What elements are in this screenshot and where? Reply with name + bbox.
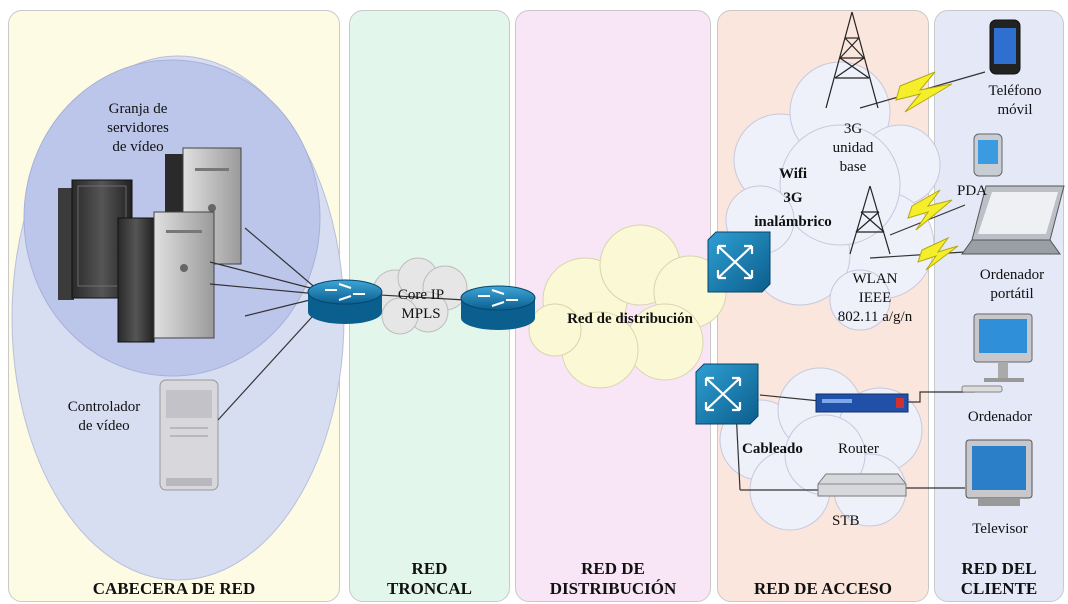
- column-label-client: RED DEL CLIENTE: [935, 559, 1063, 599]
- laptop-label-line1: Ordenador: [979, 267, 1045, 283]
- router-label: Router: [838, 441, 879, 457]
- server-icon: [117, 211, 215, 343]
- wireless-cloud-label: Wifi 3G inalámbrico: [738, 162, 848, 234]
- wlan-label-line1: WLAN: [852, 271, 898, 287]
- base-3g-label-line2: unidad: [832, 140, 874, 156]
- column-label-access: RED DE ACCESO: [754, 579, 892, 598]
- server-farm-label-line3: de vídeo: [112, 139, 164, 155]
- column-label-distribution: RED DE DISTRIBUCIÓN: [516, 559, 710, 599]
- column-label-client-line1: RED DEL: [961, 559, 1037, 578]
- core-ip-label: Core IP MPLS: [386, 286, 456, 324]
- base-3g-label-line1: 3G: [843, 121, 863, 137]
- laptop-label-line2: portátil: [990, 286, 1034, 302]
- server-farm-label-line2: servidores: [107, 120, 169, 136]
- distribution-cloud: [528, 224, 727, 389]
- phone-label: Teléfono móvil: [970, 82, 1060, 120]
- wireless-cloud-label-line3: inalámbrico: [754, 214, 832, 230]
- router-icon: [307, 279, 383, 324]
- lightning-icon: [895, 71, 953, 113]
- phone-label-line2: móvil: [997, 102, 1033, 118]
- base-3g-label-line3: base: [839, 159, 867, 175]
- column-label-headend: CABECERA DE RED: [92, 579, 256, 598]
- column-label-backbone-line1: RED: [411, 559, 448, 578]
- router-icon: [460, 285, 536, 330]
- distribution-network-label: Red de distribución: [567, 311, 693, 327]
- video-controller-label: Controlador de vídeo: [44, 398, 164, 436]
- column-label-distribution-line2: DISTRIBUCIÓN: [549, 579, 677, 598]
- computer-label: Ordenador: [967, 409, 1033, 425]
- column-label-client-line2: CLIENTE: [960, 579, 1038, 598]
- computer-icon: [961, 313, 1033, 393]
- core-ip-cloud: [372, 257, 468, 335]
- wlan-label-line2: IEEE: [858, 290, 892, 306]
- wlan-label-line3: 802.11 a/g/n: [837, 309, 913, 325]
- column-label-distribution-line1: RED DE: [581, 559, 645, 578]
- core-ip-label-line1: Core IP: [397, 287, 445, 303]
- laptop-label: Ordenador portátil: [962, 266, 1062, 304]
- wireless-cloud-label-line2: 3G: [783, 190, 803, 206]
- core-ip-label-line2: MPLS: [401, 306, 441, 322]
- server-farm-label-line1: Granja de: [108, 101, 168, 117]
- stb-label: STB: [832, 513, 860, 529]
- laptop-icon: [961, 185, 1065, 255]
- video-controller-label-line2: de vídeo: [78, 418, 130, 434]
- wlan-label: WLAN IEEE 802.11 a/g/n: [820, 270, 930, 327]
- lightning-icon: [917, 236, 959, 271]
- 3g-tower-icon: [825, 11, 879, 109]
- column-label-backbone: RED TRONCAL: [350, 559, 509, 599]
- video-controller-icon: [159, 379, 219, 491]
- base-3g-label: 3G unidad base: [818, 120, 888, 177]
- router-device-icon: [815, 393, 909, 413]
- wireless-cloud-label-line1: Wifi: [778, 166, 808, 182]
- column-label-backbone-line2: TRONCAL: [386, 579, 472, 598]
- wired-label: Cableado: [742, 441, 803, 457]
- video-controller-label-line1: Controlador: [67, 399, 141, 415]
- tv-icon: [965, 439, 1033, 506]
- pda-icon: [973, 133, 1003, 177]
- switch-icon: [707, 231, 771, 293]
- phone-icon: [989, 19, 1021, 75]
- server-farm-label: Granja de servidores de vídeo: [68, 100, 208, 157]
- phone-label-line1: Teléfono: [988, 83, 1042, 99]
- wlan-tower-icon: [849, 185, 891, 255]
- headend-links: [209, 227, 323, 421]
- lightning-icon: [907, 189, 953, 231]
- switch-icon: [695, 363, 759, 425]
- stb-icon: [817, 473, 907, 497]
- backbone-links: [379, 294, 466, 301]
- tv-label: Televisor: [972, 521, 1028, 537]
- pda-label: PDA: [956, 183, 987, 199]
